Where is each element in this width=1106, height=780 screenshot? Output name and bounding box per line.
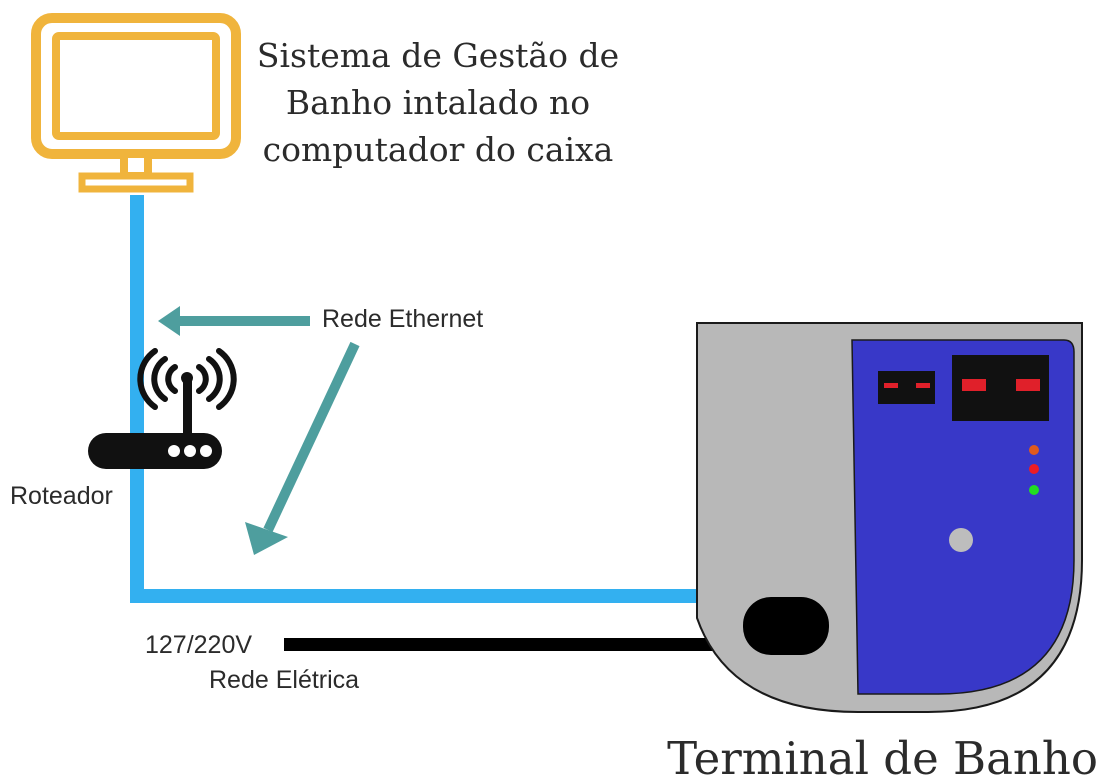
round-button [949,528,973,552]
ethernet-cable [130,195,705,603]
arrow-left-icon [158,306,310,336]
status-led-red [1029,464,1039,474]
ethernet-label: Rede Ethernet [322,305,483,333]
voltage-label: 127/220V [145,631,252,659]
status-led-orange [1029,445,1039,455]
arrow-diagonal-icon [245,341,360,555]
computer-caption-line-2: Banho intalado no [286,83,590,122]
power-cable [284,638,724,651]
computer-caption-line-1: Sistema de Gestão de [257,36,619,75]
router-label: Roteador [10,482,113,510]
computer-caption-line-3: computador do caixa [263,130,614,169]
terminal-panel [851,339,1075,695]
status-led-green [1029,485,1039,495]
terminal-label: Terminal de Banho [667,732,1098,780]
cable-port [743,597,829,655]
monitor-icon [31,13,241,193]
power-network-label: Rede Elétrica [209,666,359,694]
bath-terminal-device [696,322,1083,713]
wifi-router-icon [88,348,237,469]
